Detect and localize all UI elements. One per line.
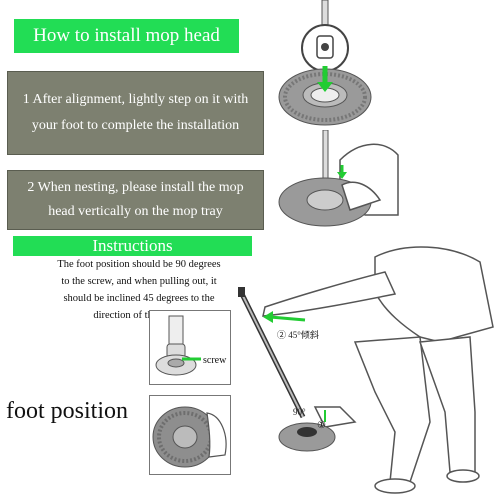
screw-label: screw xyxy=(203,355,227,366)
angle-90-label: 90° xyxy=(293,407,306,417)
person-with-mop-illustration: ② 45°倾斜 90° ① xyxy=(238,246,494,494)
page-title: How to install mop head xyxy=(33,25,220,46)
note-line-1: The foot position should be 90 degrees xyxy=(57,259,221,270)
note-line-3: should be inclined 45 degrees to the xyxy=(63,293,215,304)
title-banner: How to install mop head xyxy=(14,19,239,53)
mop-head-step-1-illustration xyxy=(278,0,372,126)
instructions-note: The foot position should be 90 degrees t… xyxy=(4,256,274,324)
step-2-box: 2 When nesting, please install the mop h… xyxy=(7,170,264,230)
instructions-banner: Instructions xyxy=(13,236,252,256)
angle-45-label: ② 45°倾斜 xyxy=(277,329,319,340)
step-1-box: 1 After alignment, lightly step on it wi… xyxy=(7,71,264,155)
step-1-marker: ① xyxy=(317,420,326,431)
note-line-2: to the screw, and when pulling out, it xyxy=(61,276,217,287)
instructions-title: Instructions xyxy=(92,236,173,255)
step-2-line-2: head vertically on the mop tray xyxy=(48,204,223,219)
screw-inset-illustration: screw xyxy=(149,310,231,385)
foot-position-label: foot position xyxy=(6,398,129,424)
step-2-line-1: 2 When nesting, please install the mop xyxy=(27,180,244,195)
foot-position-inset-illustration xyxy=(149,395,231,475)
note-line-4: direction of the screw xyxy=(93,310,185,321)
mop-head-step-2-illustration xyxy=(278,130,399,227)
step-1-line-2: your foot to complete the installation xyxy=(31,118,240,133)
step-1-line-1: 1 After alignment, lightly step on it wi… xyxy=(22,92,249,107)
